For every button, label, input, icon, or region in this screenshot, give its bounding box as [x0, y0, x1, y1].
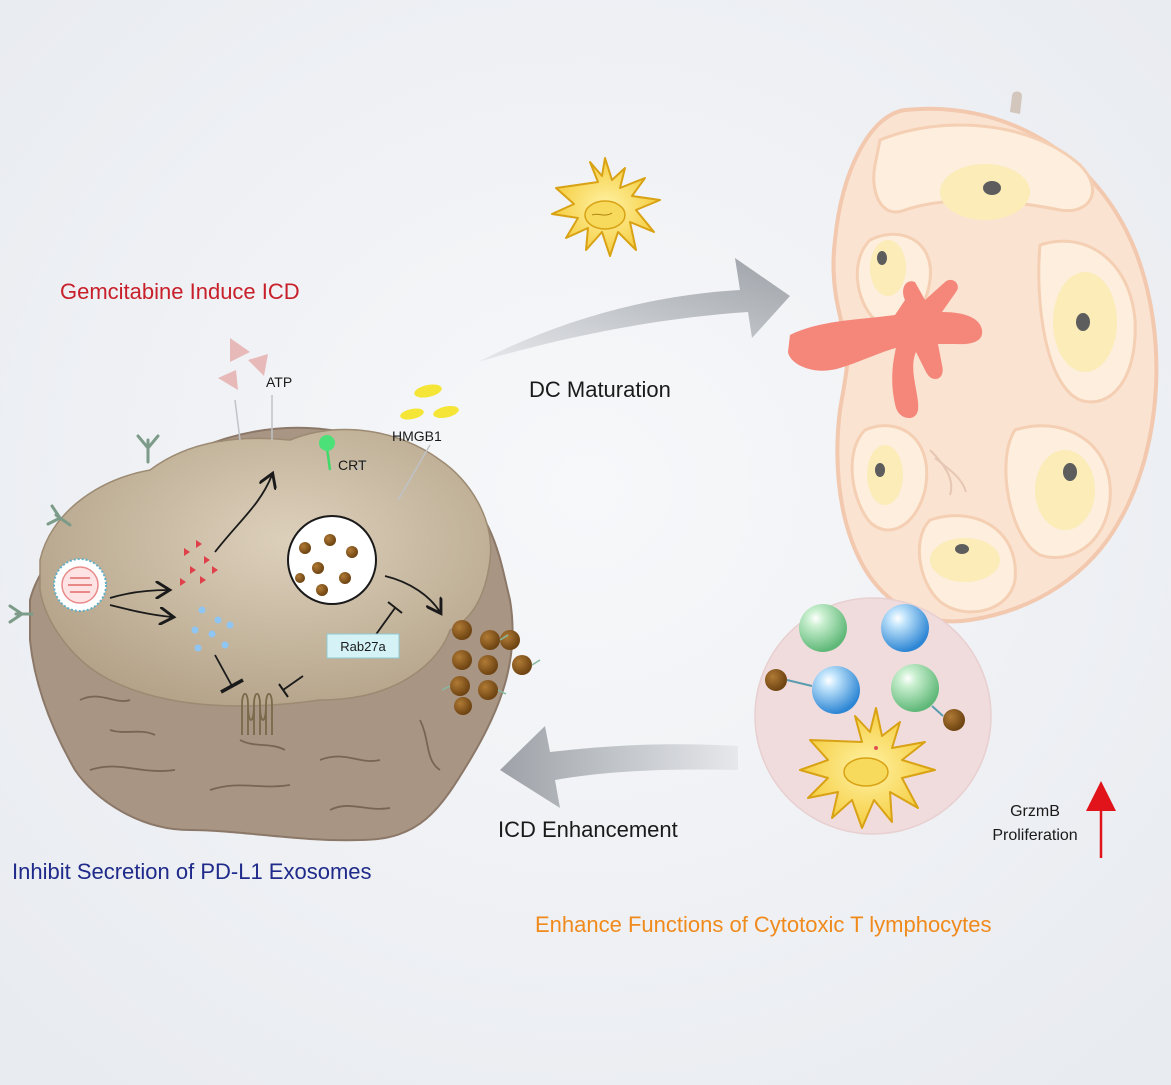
- crt-marker: [319, 435, 335, 471]
- gemcitabine-icd-title: Gemcitabine Induce ICD: [60, 279, 300, 304]
- hmgb1-label: HMGB1: [392, 428, 442, 444]
- dendritic-cell-top: [551, 157, 661, 257]
- pd-l1-receptor: [241, 692, 273, 735]
- grzmb-label: GrzmB: [1010, 803, 1060, 820]
- gemcitabine-molecules: [180, 540, 218, 586]
- proliferation-label: Proliferation: [992, 827, 1077, 844]
- rab27a-label: Rab27a: [340, 639, 386, 654]
- rab27a-box: [326, 633, 400, 659]
- liposome-nanoparticle: [53, 558, 107, 612]
- icd-enhancement-label: ICD Enhancement: [498, 817, 678, 842]
- dc-maturation-arrow: [478, 258, 790, 362]
- dc-maturation-label: DC Maturation: [529, 377, 671, 402]
- multivesicular-body: [287, 515, 377, 605]
- enhance-ctl-title: Enhance Functions of Cytotoxic T lymphoc…: [535, 912, 992, 937]
- blue-molecules: [191, 606, 234, 652]
- inhibit-secretion-title: Inhibit Secretion of PD-L1 Exosomes: [12, 859, 372, 884]
- crt-label: CRT: [338, 457, 367, 473]
- t-cell-panel: [754, 597, 992, 835]
- hmgb1-molecules: [400, 384, 459, 420]
- icd-enhancement-arrow: [500, 726, 738, 808]
- pd-l1-exosomes: [441, 620, 541, 715]
- atp-label: ATP: [266, 374, 292, 390]
- atp-molecules: [218, 338, 268, 390]
